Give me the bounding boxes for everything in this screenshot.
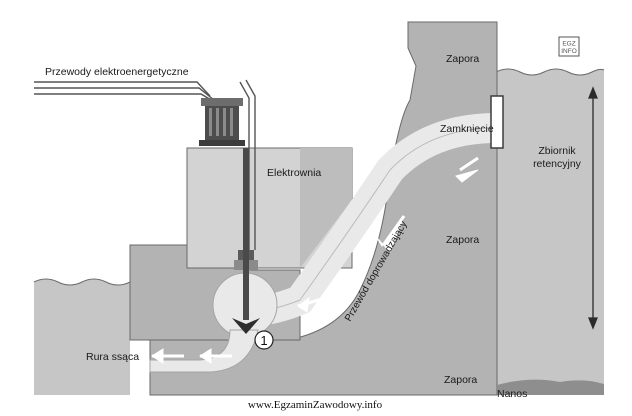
svg-text:INFO: INFO	[561, 48, 577, 55]
penstock-pipe-edge	[244, 127, 497, 313]
reservoir-level-arrow	[588, 86, 598, 330]
svg-text:EGZ: EGZ	[562, 41, 575, 48]
marker-circle	[254, 330, 274, 350]
flow-arrows	[151, 156, 479, 364]
marker-number: 1	[260, 333, 267, 348]
flow-arrow	[297, 296, 310, 313]
flow-arrow	[151, 348, 164, 364]
flow-arrow	[455, 169, 479, 183]
egz-logo: EGZ INFO	[558, 36, 580, 57]
power-lines-label: Przewody elektroenergetyczne	[45, 66, 189, 78]
flow-arrow	[382, 215, 406, 245]
flow-arrow	[459, 156, 479, 172]
sediment-label: Nanos	[497, 388, 527, 400]
power-plant-roof-slope	[300, 148, 352, 268]
dam-bottom-label: Zapora	[444, 374, 477, 386]
dam-top-label: Zapora	[446, 53, 479, 65]
draft-tube-label: Rura ssąca	[86, 351, 139, 363]
transformer	[199, 98, 245, 146]
reservoir-surface-line	[495, 68, 605, 76]
closure-label: Zamknięcie	[440, 123, 494, 135]
intake-gate	[490, 95, 504, 149]
dam-body	[149, 21, 498, 396]
flow-arrow	[199, 348, 212, 364]
generator-shaft	[232, 148, 260, 334]
reservoir-label-line1: Zbiornik	[538, 145, 576, 157]
site-url-watermark: www.EgzaminZawodowy.info	[248, 399, 383, 411]
reservoir-water	[496, 69, 604, 395]
power-plant-label: Elektrownia	[267, 167, 321, 179]
tailwater	[34, 279, 130, 395]
dam-middle-label: Zapora	[446, 234, 479, 246]
reservoir-label-line2: retencyjny	[533, 158, 582, 170]
sediment-layer	[497, 379, 604, 395]
draft-tube	[149, 329, 259, 373]
tailwater-surface-line	[33, 278, 131, 286]
